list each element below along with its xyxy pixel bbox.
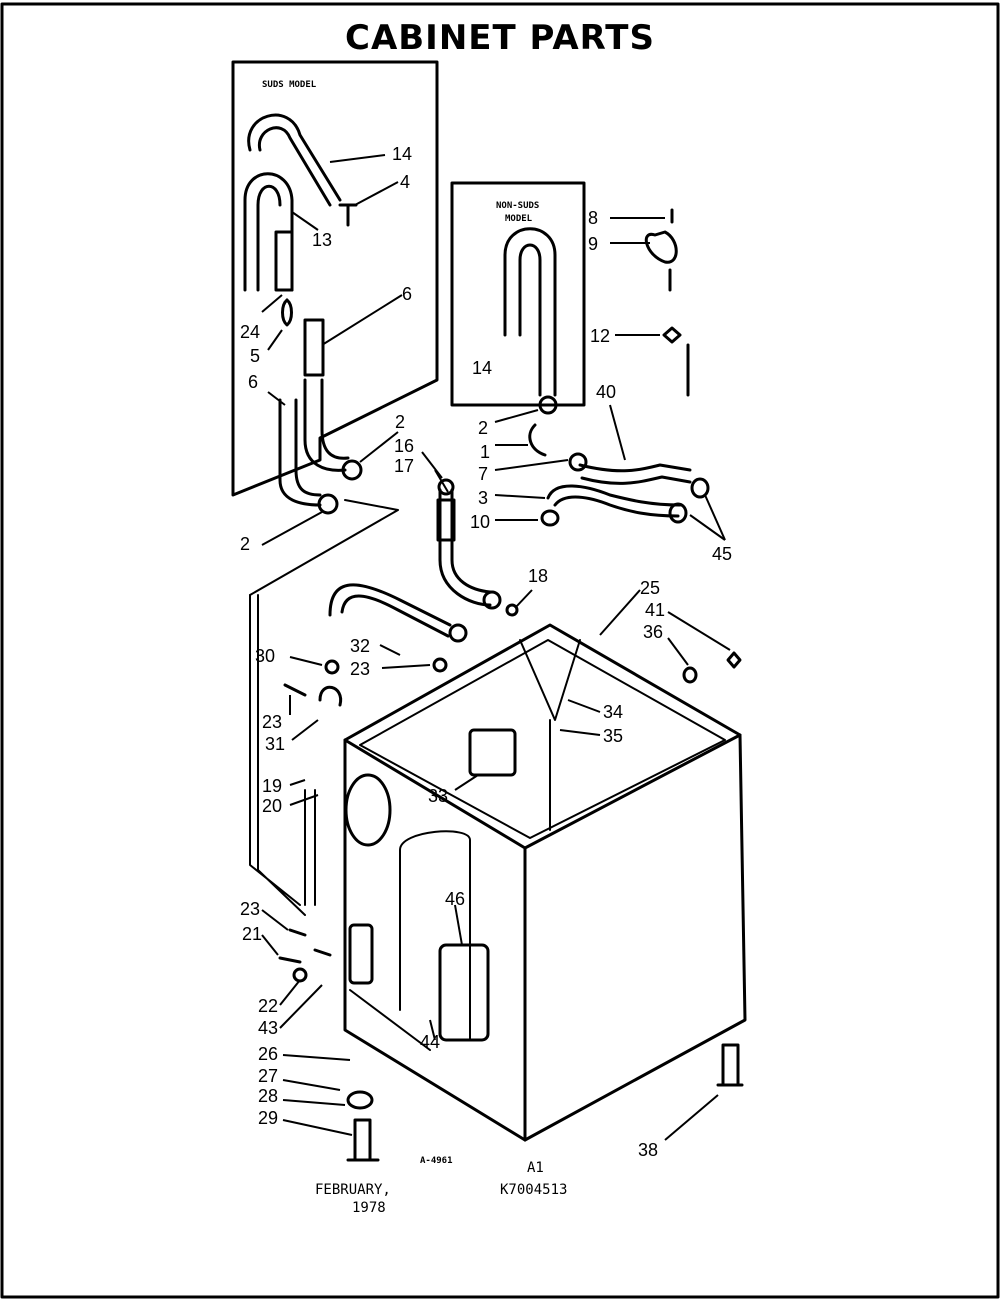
callout-13: 13 bbox=[312, 230, 332, 250]
callout-6b: 6 bbox=[248, 372, 258, 392]
callout-12: 12 bbox=[590, 326, 610, 346]
callout-28: 28 bbox=[258, 1086, 278, 1106]
callout-8: 8 bbox=[588, 208, 598, 228]
non-suds-label-line1: NON-SUDS bbox=[496, 201, 540, 211]
hose-40 bbox=[578, 463, 692, 485]
callout-24: 24 bbox=[240, 322, 260, 342]
callout-6: 6 bbox=[402, 284, 412, 304]
callout-30: 30 bbox=[255, 646, 275, 666]
hose-14 bbox=[247, 113, 342, 207]
callout-21: 21 bbox=[242, 924, 262, 944]
callout-14: 14 bbox=[392, 144, 412, 164]
hose-13 bbox=[243, 172, 294, 292]
callout-33: 33 bbox=[428, 786, 448, 806]
hose-6-lower bbox=[278, 398, 322, 507]
hose-14-nonsuds bbox=[503, 227, 557, 397]
callout-40: 40 bbox=[596, 382, 616, 402]
callout-1: 1 bbox=[480, 442, 490, 462]
callout-17: 17 bbox=[394, 456, 414, 476]
callout-9: 9 bbox=[588, 234, 598, 254]
non-suds-label-line2: MODEL bbox=[505, 214, 533, 224]
callout-27: 27 bbox=[258, 1066, 278, 1086]
non-suds-model-box bbox=[450, 181, 586, 407]
hose-3 bbox=[546, 484, 682, 518]
callout-22: 22 bbox=[258, 996, 278, 1016]
callout-29: 29 bbox=[258, 1108, 278, 1128]
cabinet-front bbox=[343, 738, 527, 1142]
callout-2c: 2 bbox=[478, 418, 488, 438]
callout-44: 44 bbox=[420, 1032, 440, 1052]
callout-36: 36 bbox=[643, 622, 663, 642]
cabinet-side bbox=[523, 733, 747, 1142]
cabinet-top bbox=[343, 623, 742, 850]
page-title: CABINET PARTS bbox=[345, 18, 655, 58]
callout-45: 45 bbox=[712, 544, 732, 564]
footer-date-line2: 1978 bbox=[352, 1200, 386, 1216]
callout-4: 4 bbox=[400, 172, 410, 192]
callout-26: 26 bbox=[258, 1044, 278, 1064]
hose-16-17 bbox=[438, 488, 492, 607]
callout-18: 18 bbox=[528, 566, 548, 586]
part-46 bbox=[438, 943, 490, 1042]
callout-46: 46 bbox=[445, 889, 465, 909]
footer-part-number: K7004513 bbox=[500, 1182, 568, 1198]
part-20 bbox=[344, 773, 392, 847]
callout-14b: 14 bbox=[472, 358, 492, 378]
callout-3: 3 bbox=[478, 488, 488, 508]
callout-23a: 23 bbox=[350, 659, 370, 679]
suds-model-box bbox=[231, 60, 439, 497]
callout-10: 10 bbox=[470, 512, 490, 532]
callout-32: 32 bbox=[350, 636, 370, 656]
callout-16: 16 bbox=[394, 436, 414, 456]
callout-23c: 23 bbox=[240, 899, 260, 919]
callout-31: 31 bbox=[265, 734, 285, 754]
callout-34: 34 bbox=[603, 702, 623, 722]
hose-6-right bbox=[303, 378, 350, 472]
footer-date-line1: FEBRUARY, bbox=[315, 1182, 391, 1198]
callout-5: 5 bbox=[250, 346, 260, 366]
suds-model-label: SUDS MODEL bbox=[262, 80, 317, 90]
callout-7: 7 bbox=[478, 464, 488, 484]
footer-page: A1 bbox=[527, 1160, 544, 1176]
foot-38 bbox=[716, 1043, 744, 1087]
drawing-code: A-4961 bbox=[420, 1156, 453, 1166]
callout-41: 41 bbox=[645, 600, 665, 620]
part-33 bbox=[468, 728, 517, 777]
callout-25: 25 bbox=[640, 578, 660, 598]
callout-43: 43 bbox=[258, 1018, 278, 1038]
callout-19: 19 bbox=[262, 776, 282, 796]
callout-35: 35 bbox=[603, 726, 623, 746]
connector-6 bbox=[303, 318, 325, 377]
callout-2: 2 bbox=[395, 412, 405, 432]
callout-20: 20 bbox=[262, 796, 282, 816]
callout-38: 38 bbox=[638, 1140, 658, 1160]
callout-23b: 23 bbox=[262, 712, 282, 732]
connector-5 bbox=[274, 230, 294, 292]
callout-2b: 2 bbox=[240, 534, 250, 554]
tube-32 bbox=[328, 583, 452, 638]
foot-29 bbox=[346, 1118, 380, 1162]
cabinet-inner-top bbox=[359, 639, 726, 839]
